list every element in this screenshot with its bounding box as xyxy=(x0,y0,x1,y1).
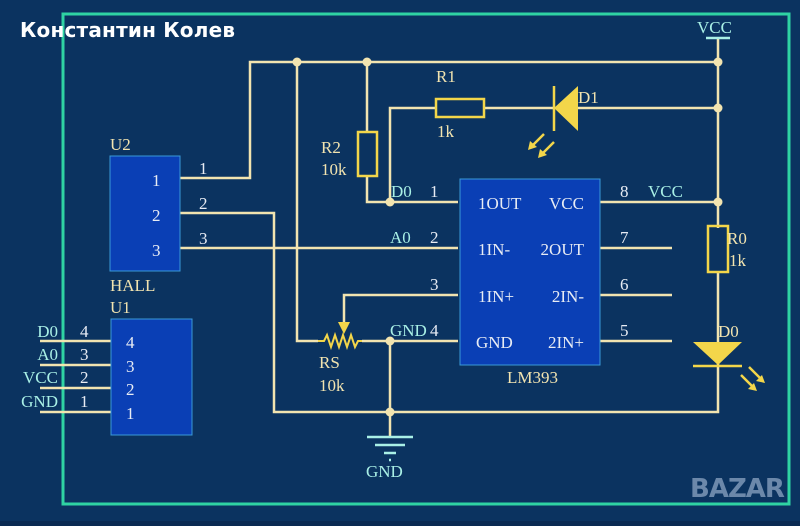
u2-pin-label: 2 xyxy=(152,206,161,225)
ic-left-pin: 3 xyxy=(430,275,439,294)
wire-wiper xyxy=(342,293,458,322)
u1-wire-pin: 1 xyxy=(80,392,89,411)
u1-net-label: A0 xyxy=(37,345,58,364)
junction xyxy=(713,197,723,207)
ic-left-label: GND xyxy=(476,333,513,352)
board-frame xyxy=(61,12,791,506)
ic-right-label: 2OUT xyxy=(541,240,585,259)
u2-pin-label: 3 xyxy=(152,241,161,260)
u2-wire-pin: 3 xyxy=(199,229,208,248)
ic-left-label: 1IN- xyxy=(478,240,510,259)
u2-wire-pin: 2 xyxy=(199,194,208,213)
ic-lm393 xyxy=(459,178,601,366)
u1-net-label: D0 xyxy=(37,322,58,341)
u2-pin-label: 1 xyxy=(152,171,161,190)
r1-value: 1k xyxy=(437,122,455,141)
net-label-vcc: VCC xyxy=(648,182,683,201)
watermark-logo: BAZAR xyxy=(690,474,785,504)
ic-left-label: 1IN+ xyxy=(478,287,514,306)
u2-wire-pin: 1 xyxy=(199,159,208,178)
junction xyxy=(385,336,395,346)
junctions xyxy=(292,57,723,417)
wire-vcc-rail xyxy=(180,60,718,180)
d1-triangle xyxy=(554,86,578,131)
ic-right-pin: 6 xyxy=(620,275,629,294)
d1-light-arrows-icon xyxy=(528,133,555,158)
u1-pin-label: 1 xyxy=(126,404,135,423)
r2-ref: R2 xyxy=(321,138,341,157)
u2-ref: U2 xyxy=(110,135,131,154)
ground-symbol xyxy=(367,435,413,462)
r0-ref: R0 xyxy=(727,229,747,248)
resistor-r1 xyxy=(434,97,486,119)
junction xyxy=(713,103,723,113)
u2-hall-sensor xyxy=(109,155,181,272)
u2-name: HALL xyxy=(110,276,155,295)
wire-d0-r1 xyxy=(388,106,436,202)
ic-right-pin: 7 xyxy=(620,228,629,247)
u1-connector xyxy=(110,318,193,436)
wire-u2-pin2 xyxy=(180,211,720,414)
u1-net-label: GND xyxy=(21,392,58,411)
resistor-r2 xyxy=(356,130,379,178)
ic-left-pin: 1 xyxy=(430,182,439,201)
ic-right-label: 2IN+ xyxy=(548,333,584,352)
net-label-gnd: GND xyxy=(390,321,427,340)
ic-left-pin: 2 xyxy=(430,228,439,247)
net-label-d0: D0 xyxy=(391,182,412,201)
wire-rail-to-pot xyxy=(295,62,318,343)
ic-right-pin: 5 xyxy=(620,321,629,340)
led-d0 xyxy=(693,342,765,391)
ic-right-pin: 8 xyxy=(620,182,629,201)
junction xyxy=(292,57,302,67)
d0-triangle xyxy=(693,342,742,365)
wires xyxy=(40,38,720,436)
junction xyxy=(362,57,372,67)
potentiometer-rs xyxy=(318,322,362,351)
ic-right-label: 2IN- xyxy=(552,287,584,306)
rs-value: 10k xyxy=(319,376,345,395)
ic-ref: LM393 xyxy=(507,368,558,387)
ic-left-pin: 4 xyxy=(430,321,439,340)
junction xyxy=(385,197,395,207)
ic-left-label: 1OUT xyxy=(478,194,522,213)
d0-light-arrows-icon xyxy=(740,366,765,391)
u1-wire-pin: 2 xyxy=(80,368,89,387)
u1-wire-pin: 4 xyxy=(80,322,89,341)
wire-r2-bottom xyxy=(365,176,458,204)
resistor-r0 xyxy=(706,224,730,274)
junction xyxy=(713,57,723,67)
r0-value: 1k xyxy=(729,251,747,270)
d1-ref: D1 xyxy=(578,88,599,107)
u1-ref: U1 xyxy=(110,298,131,317)
junction xyxy=(385,407,395,417)
author-name: Константин Колев xyxy=(20,18,236,42)
u1-net-label: VCC xyxy=(23,368,58,387)
u1-pin-label: 4 xyxy=(126,333,135,352)
r1-ref: R1 xyxy=(436,67,456,86)
vcc-top-label: VCC xyxy=(697,18,732,37)
d0-ref: D0 xyxy=(718,322,739,341)
u1-pin-label: 3 xyxy=(126,357,135,376)
led-d1 xyxy=(528,86,578,158)
u1-pin-label: 2 xyxy=(126,380,135,399)
r2-value: 10k xyxy=(321,160,347,179)
pot-wiper-arrow-icon xyxy=(338,322,350,334)
u1-wire-pin: 3 xyxy=(80,345,89,364)
net-label-a0: A0 xyxy=(390,228,411,247)
gnd-bottom-label: GND xyxy=(366,462,403,481)
ic-right-label: VCC xyxy=(549,194,584,213)
rs-ref: RS xyxy=(319,353,340,372)
